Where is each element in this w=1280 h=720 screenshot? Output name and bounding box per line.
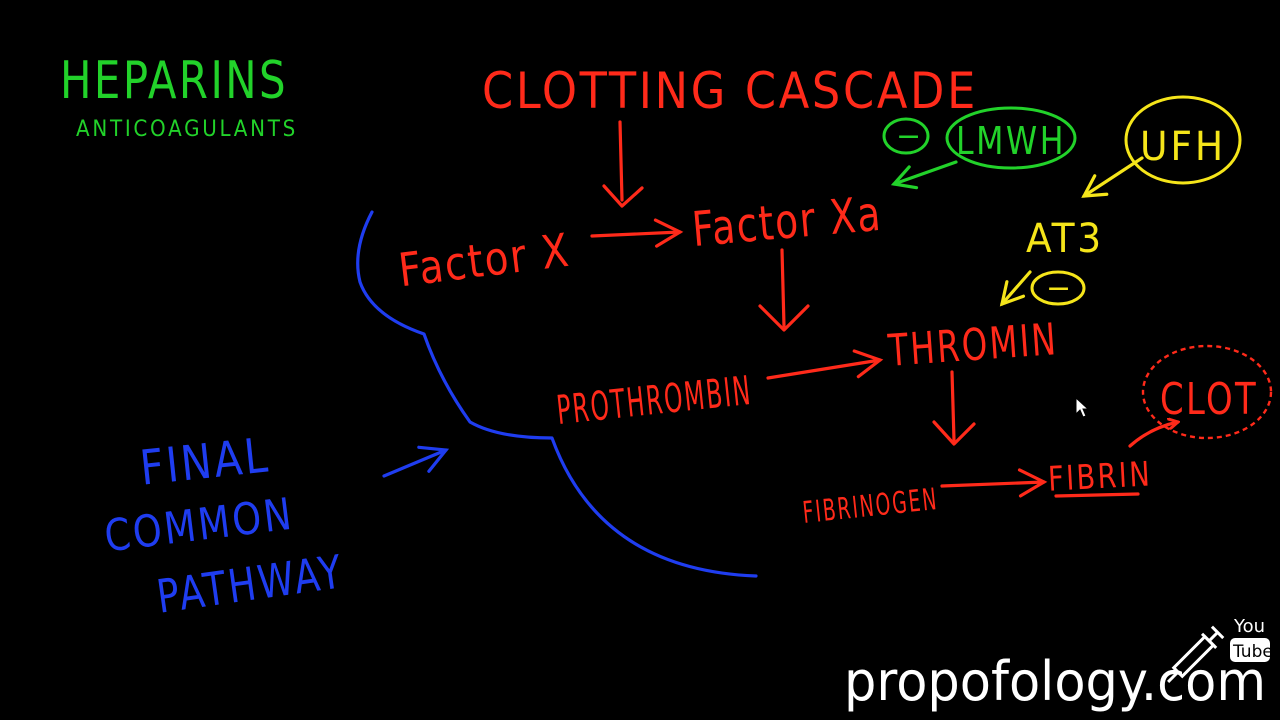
arrow-fibrinogen-to-fibrin (940, 468, 1048, 498)
clot-circle (1141, 344, 1273, 440)
title-block: HEPARINS ANTICOAGULANTS (60, 51, 298, 142)
label-pathway: PATHWAY (153, 544, 347, 624)
arrow-cascade-down (618, 120, 624, 202)
arrow-factorx-to-xa (590, 218, 684, 248)
arrow-cascade-down-head (602, 184, 644, 208)
cascade-label: CLOTTING CASCADE (482, 62, 978, 120)
at3-inhibit-symbol: − (1046, 271, 1073, 306)
label-factor-xa: Factor Xa (690, 186, 884, 258)
label-common: COMMON (102, 489, 297, 563)
label-clot: CLOT (1160, 374, 1258, 425)
arrow-ufh-to-at3 (1081, 156, 1144, 198)
lmwh-group: − LMWH (882, 106, 1077, 190)
clot-bubble: CLOT (1141, 344, 1273, 440)
subheading-anticoagulants: ANTICOAGULANTS (76, 117, 298, 142)
youtube-tube: Tube (1232, 642, 1273, 662)
arrow-prothrombin-to-thrombin (766, 349, 884, 380)
label-ufh: UFH (1140, 124, 1226, 170)
watermark: propofology.com You Tube (844, 616, 1273, 713)
syringe-icon (1167, 625, 1225, 683)
label-lmwh: LMWH (956, 119, 1066, 163)
label-thrombin: THROMIN (886, 314, 1060, 377)
label-prothrombin: PROTHROMBIN (554, 368, 754, 434)
arrow-final-pathway (382, 445, 450, 478)
arrow-xa-down-head (758, 304, 810, 332)
cascade-arrows (590, 120, 1178, 498)
lmwh-circle (945, 106, 1077, 170)
blue-brace (356, 210, 758, 578)
arrow-at3-to-thrombin (999, 270, 1032, 307)
label-final: FINAL (137, 427, 272, 496)
at3-inhibit-circle (1030, 270, 1086, 306)
arrow-thrombin-down-head (932, 420, 976, 446)
label-fibrin: FIBRIN (1047, 454, 1153, 499)
arrow-xa-down (780, 248, 786, 328)
arrow-fibrin-to-clot (1128, 422, 1178, 448)
label-fibrinogen: FIBRINOGEN (801, 482, 940, 531)
arrow-lmwh-to-xa (890, 160, 958, 190)
youtube-tube-box (1230, 638, 1270, 662)
youtube-logo-icon: You Tube (1230, 616, 1273, 662)
arrow-thrombin-down (950, 370, 956, 442)
lmwh-inhibit-circle (882, 117, 930, 155)
heading-heparins: HEPARINS (60, 51, 288, 111)
mouse-cursor-icon (1075, 396, 1090, 418)
watermark-site: propofology.com (844, 650, 1266, 713)
fibrin-underline (1054, 492, 1140, 498)
label-factor-x: Factor X (396, 223, 573, 298)
lmwh-inhibit-symbol: − (896, 119, 923, 154)
ufh-group: UFH AT3 − (999, 95, 1242, 307)
label-at3: AT3 (1026, 216, 1104, 262)
youtube-you: You (1233, 616, 1265, 637)
ufh-circle (1124, 95, 1242, 185)
